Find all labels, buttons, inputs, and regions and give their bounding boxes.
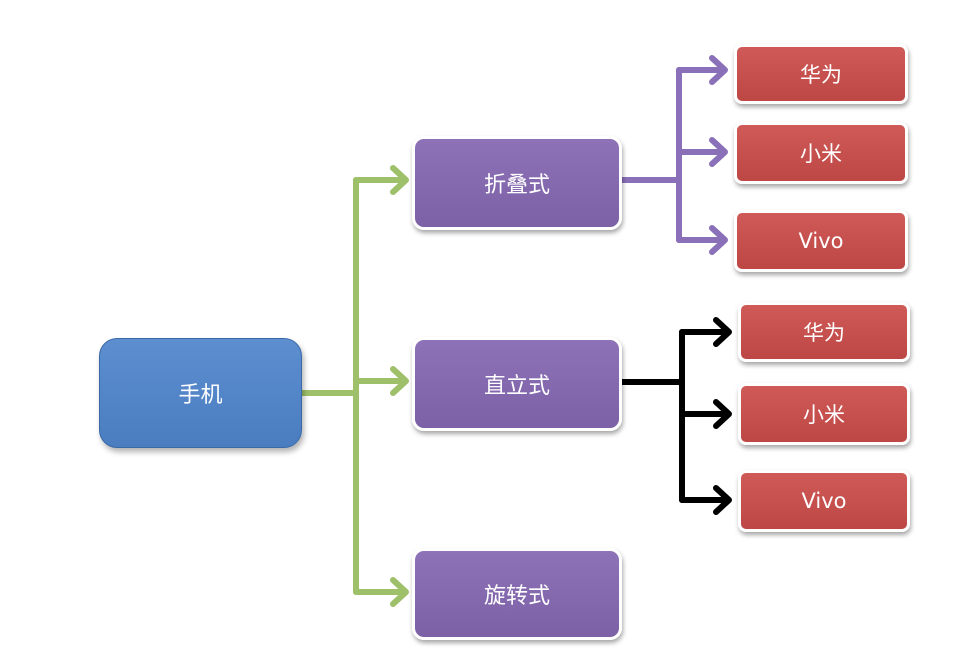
brand-node-folding-xiaomi: 小米 — [734, 122, 908, 184]
brand-node-bar-xiaomi: 小米 — [738, 383, 910, 445]
brand-node-bar-huawei: 华为 — [738, 302, 910, 362]
connector-to-bar-huawei — [679, 317, 732, 347]
category-node-folding: 折叠式 — [412, 136, 622, 230]
brand-node-label: 华为 — [803, 321, 845, 345]
root-connectors — [299, 165, 409, 607]
root-node-label: 手机 — [178, 383, 223, 408]
brand-node-label: 小米 — [803, 403, 845, 427]
brand-node-folding-vivo: Vivo — [734, 210, 908, 272]
brand-node-label: Vivo — [801, 489, 847, 513]
brand-node-label: 华为 — [800, 63, 842, 87]
category-node-rotating: 旋转式 — [412, 548, 622, 640]
category-node-bar: 直立式 — [412, 337, 622, 431]
connector-to-folding — [353, 165, 409, 195]
connector-to-folding-vivo — [676, 225, 728, 255]
connector-to-bar-xiaomi — [679, 399, 732, 429]
category-node-label: 折叠式 — [483, 173, 550, 198]
category-node-label: 旋转式 — [483, 584, 550, 609]
folding-trunk-connector — [619, 67, 682, 243]
brand-node-bar-vivo: Vivo — [738, 470, 910, 532]
brand-node-label: Vivo — [798, 229, 844, 253]
bar-trunk-connector — [619, 329, 685, 503]
connector-to-bar-vivo — [679, 485, 732, 515]
connector-to-folding-huawei — [676, 55, 728, 85]
category-node-label: 直立式 — [483, 374, 550, 399]
connector-to-bar — [353, 366, 409, 396]
root-node-phone: 手机 — [99, 338, 302, 448]
connector-to-folding-xiaomi — [676, 137, 728, 167]
bar-connectors — [619, 317, 732, 515]
folding-connectors — [619, 55, 728, 255]
root-trunk-connector — [299, 177, 359, 595]
connector-to-rotating — [353, 577, 409, 607]
brand-node-label: 小米 — [800, 142, 842, 166]
brand-node-folding-huawei: 华为 — [734, 44, 908, 104]
